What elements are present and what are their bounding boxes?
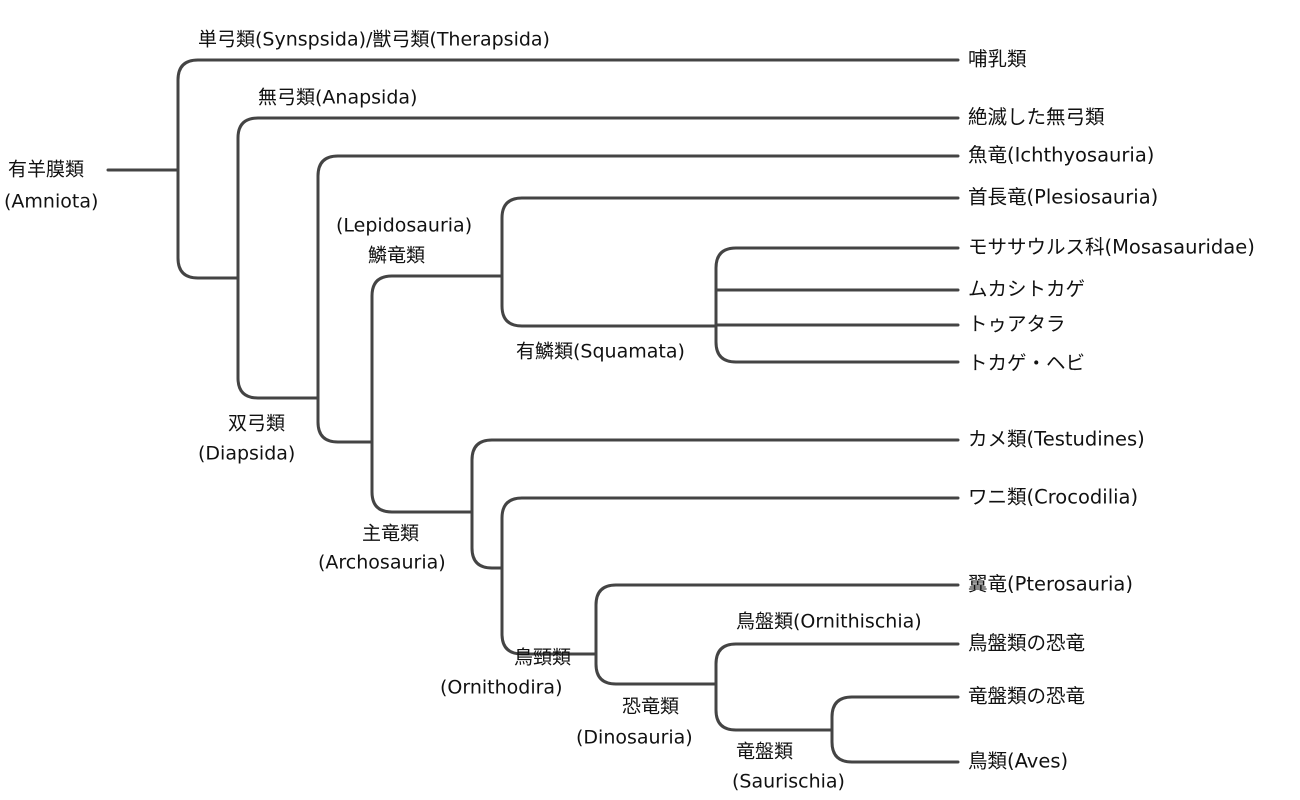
clade-label-dinosauria-ja: 恐竜類: [622, 696, 679, 718]
clade-label-ornithodira-latin: (Ornithodira): [440, 677, 563, 699]
leaf-label-ornithischian-dinosaurs: 鳥盤類の恐竜: [968, 632, 1085, 655]
branch-archosauria: [470, 438, 960, 570]
leaf-label-tuatara: トゥアタラ: [968, 313, 1066, 336]
clade-label-anapsida: 無弓類(Anapsida): [258, 87, 417, 109]
branch-amniota: [176, 58, 960, 280]
branch-dinosauria: [714, 642, 960, 732]
branch-lepidosauria: [500, 196, 960, 328]
clade-label-squamata: 有鱗類(Squamata): [516, 341, 685, 363]
leaf-label-plesiosauria: 首長竜(Plesiosauria): [968, 186, 1158, 209]
clade-label-archosauria-latin: (Archosauria): [318, 552, 446, 574]
clade-label-diapsida-ja: 双弓類: [228, 413, 285, 435]
clade-label-lepidosauria-ja: 鱗竜類: [368, 245, 425, 267]
leaf-label-mosasauridae: モササウルス科(Mosasauridae): [968, 236, 1255, 259]
leaf-label-extinct-anapsids: 絶滅した無弓類: [968, 106, 1105, 129]
clade-label-diapsida-latin: (Diapsida): [198, 443, 295, 465]
leaf-label-mukashitokage: ムカシトカゲ: [968, 278, 1085, 301]
clade-label-dinosauria-latin: (Dinosauria): [576, 727, 693, 749]
leaf-label-testudines: カメ類(Testudines): [968, 428, 1145, 451]
branch-anapsida: [236, 116, 960, 400]
clade-label-synapsida: 単弓類(Synspsida)/獣弓類(Therapsida): [198, 29, 550, 51]
clade-label-amniota-ja: 有羊膜類: [8, 159, 84, 181]
leaf-label-crocodilia: ワニ類(Crocodilia): [968, 486, 1138, 509]
branch-sauria: [370, 274, 504, 514]
clade-label-ornithodira-ja: 鳥頸類: [514, 647, 571, 669]
leaf-label-ichthyosauria: 魚竜(Ichthyosauria): [968, 144, 1154, 167]
leaf-label-pterosauria: 翼竜(Pterosauria): [968, 573, 1133, 596]
leaf-label-lizards-snakes: トカゲ・ヘビ: [968, 352, 1085, 375]
branch-crocodilia: [500, 496, 960, 656]
branch-ornithodira: [594, 583, 960, 686]
branch-squamata: [714, 246, 960, 364]
leaf-label-mammals: 哺乳類: [968, 48, 1027, 71]
clade-label-saurischia-ja: 竜盤類: [736, 741, 793, 763]
clade-label-ornithischia: 鳥盤類(Ornithischia): [736, 611, 922, 633]
leaf-label-aves: 鳥類(Aves): [968, 750, 1068, 773]
clade-label-saurischia-latin: (Saurischia): [732, 771, 845, 793]
branch-saurischia: [830, 695, 960, 764]
clade-label-lepidosauria-latin: (Lepidosauria): [336, 215, 472, 237]
clade-label-amniota-latin: (Amniota): [4, 191, 98, 213]
leaf-label-saurischian-dinosaurs: 竜盤類の恐竜: [968, 685, 1085, 708]
branch-diapsida: [316, 154, 960, 444]
clade-label-archosauria-ja: 主竜類: [362, 523, 419, 545]
